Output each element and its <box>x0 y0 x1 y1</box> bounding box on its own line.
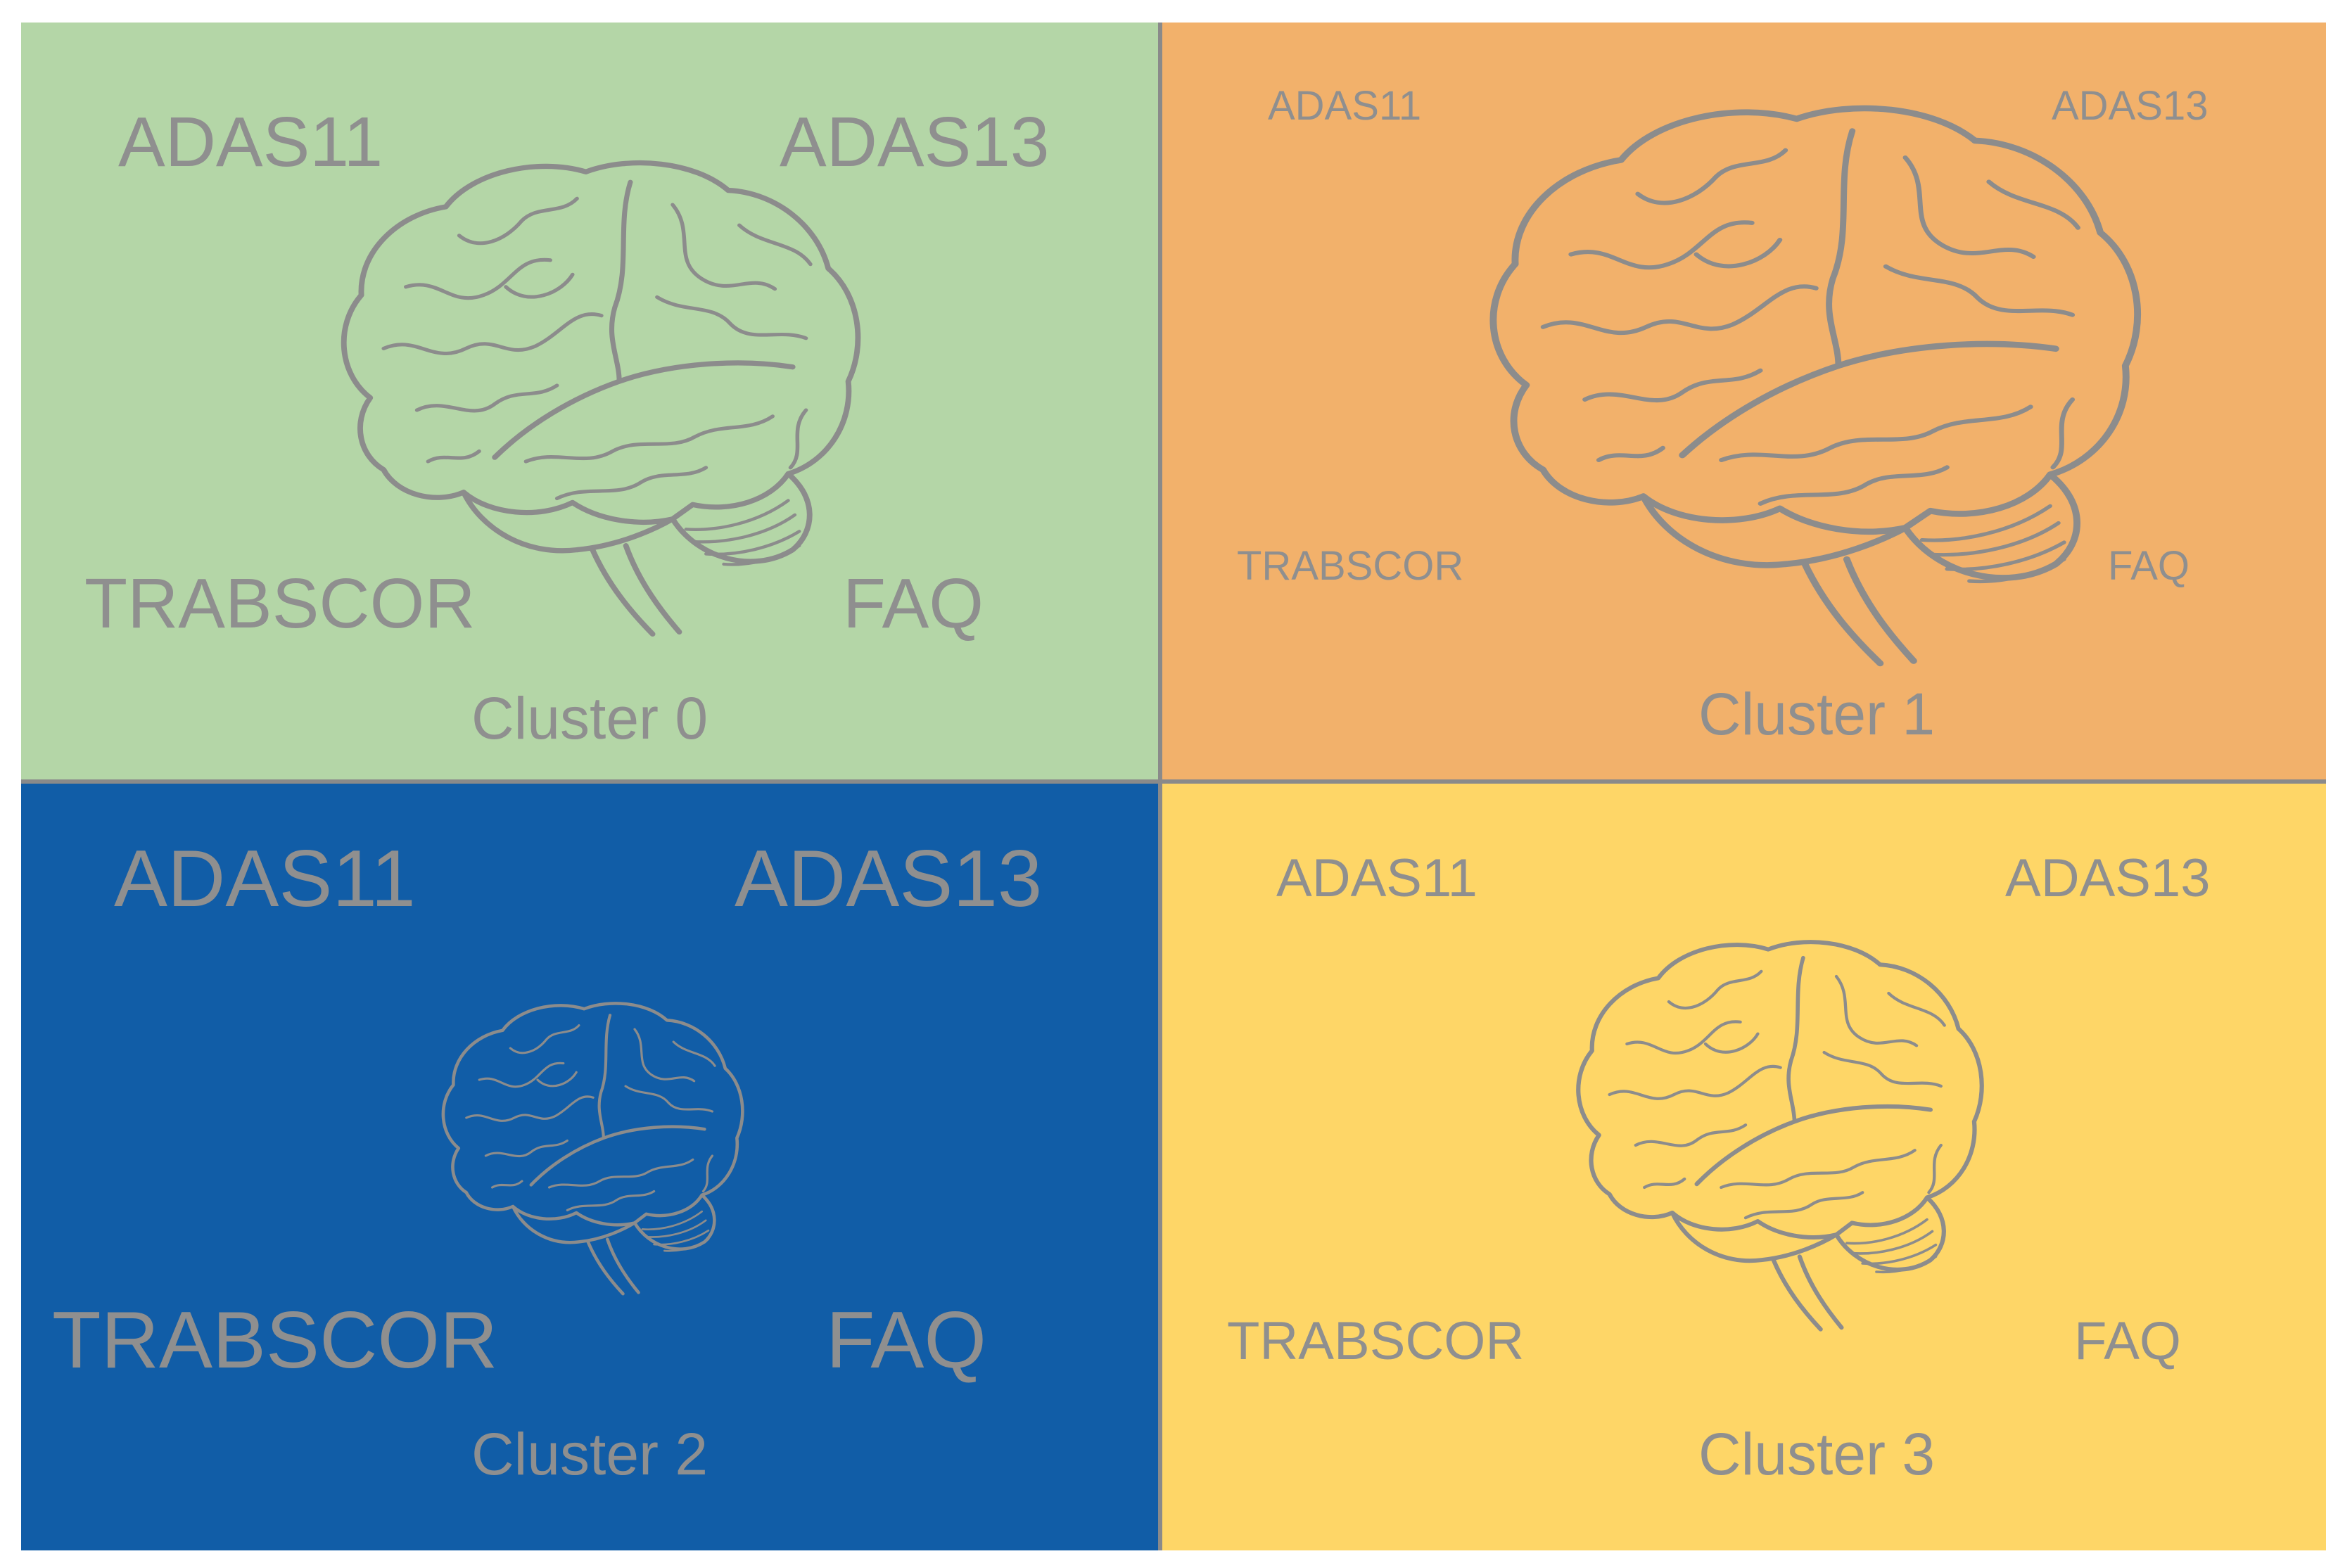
label-faq: FAQ <box>826 1296 986 1385</box>
cluster-title: Cluster 3 <box>1698 1421 1935 1487</box>
cluster-3-panel: ADAS11 ADAS13 TRABSCOR FAQ Cluster 3 <box>1162 784 2326 1550</box>
label-adas11: ADAS11 <box>1268 83 1421 129</box>
cluster-1-panel: ADAS11 ADAS13 TRABSCOR FAQ Cluster 1 <box>1162 23 2326 779</box>
label-adas11: ADAS11 <box>1276 848 1477 908</box>
label-trabscor: TRABSCOR <box>52 1296 497 1385</box>
label-trabscor: TRABSCOR <box>1227 1311 1524 1371</box>
cluster-0-panel: ADAS11 ADAS13 TRABSCOR FAQ Cluster 0 <box>21 23 1158 779</box>
label-faq: FAQ <box>843 564 984 643</box>
diagram-frame: ADAS11 ADAS13 TRABSCOR FAQ Cluster 0 ADA… <box>21 23 2326 1550</box>
cluster-title: Cluster 1 <box>1698 681 1935 747</box>
label-adas13: ADAS13 <box>2052 83 2208 129</box>
label-adas13: ADAS13 <box>735 834 1042 924</box>
label-trabscor: TRABSCOR <box>84 564 476 643</box>
cluster-title: Cluster 0 <box>471 685 708 751</box>
cluster-title: Cluster 2 <box>471 1421 708 1487</box>
label-faq: FAQ <box>2108 543 2190 589</box>
cluster-2-panel: ADAS11 ADAS13 TRABSCOR FAQ Cluster 2 <box>21 784 1158 1550</box>
label-adas11: ADAS11 <box>114 834 416 924</box>
label-adas13: ADAS13 <box>780 103 1050 181</box>
label-trabscor: TRABSCOR <box>1237 543 1463 589</box>
label-adas11: ADAS11 <box>118 103 383 181</box>
label-adas13: ADAS13 <box>2005 848 2211 908</box>
label-faq: FAQ <box>2074 1311 2181 1371</box>
